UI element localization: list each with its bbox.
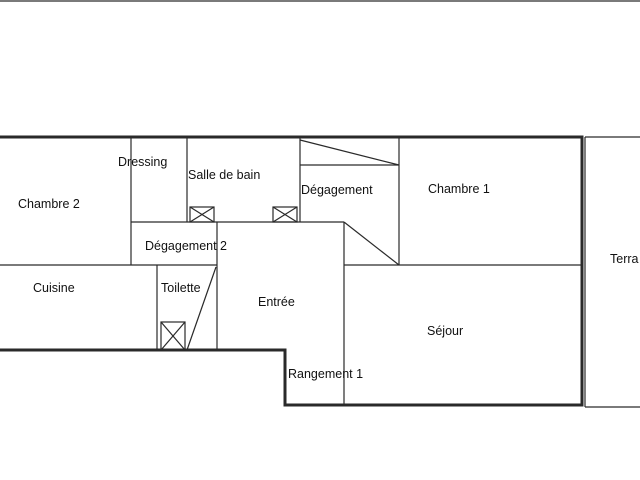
room-label-rangement-1: Rangement 1 bbox=[288, 367, 363, 381]
duct-symbol bbox=[160, 321, 186, 351]
room-label-entree: Entrée bbox=[258, 295, 295, 309]
interior-walls bbox=[0, 137, 582, 405]
room-label-chambre-1: Chambre 1 bbox=[428, 182, 490, 196]
duct-symbol bbox=[189, 206, 215, 223]
room-label-cuisine: Cuisine bbox=[33, 281, 75, 295]
room-label-sejour: Séjour bbox=[427, 324, 463, 338]
terrace-outline bbox=[584, 136, 640, 408]
room-label-dressing: Dressing bbox=[118, 155, 167, 169]
room-label-salle-de-bain: Salle de bain bbox=[188, 168, 260, 182]
outer-walls bbox=[0, 135, 584, 407]
room-label-toilette: Toilette bbox=[161, 281, 201, 295]
room-label-chambre-2: Chambre 2 bbox=[18, 197, 80, 211]
duct-symbol bbox=[272, 206, 298, 223]
room-label-degagement-2: Dégagement 2 bbox=[145, 239, 227, 253]
room-label-terrasse: Terra bbox=[610, 252, 639, 266]
room-label-degagement: Dégagement bbox=[301, 183, 373, 197]
door-swing-lines bbox=[186, 139, 400, 351]
